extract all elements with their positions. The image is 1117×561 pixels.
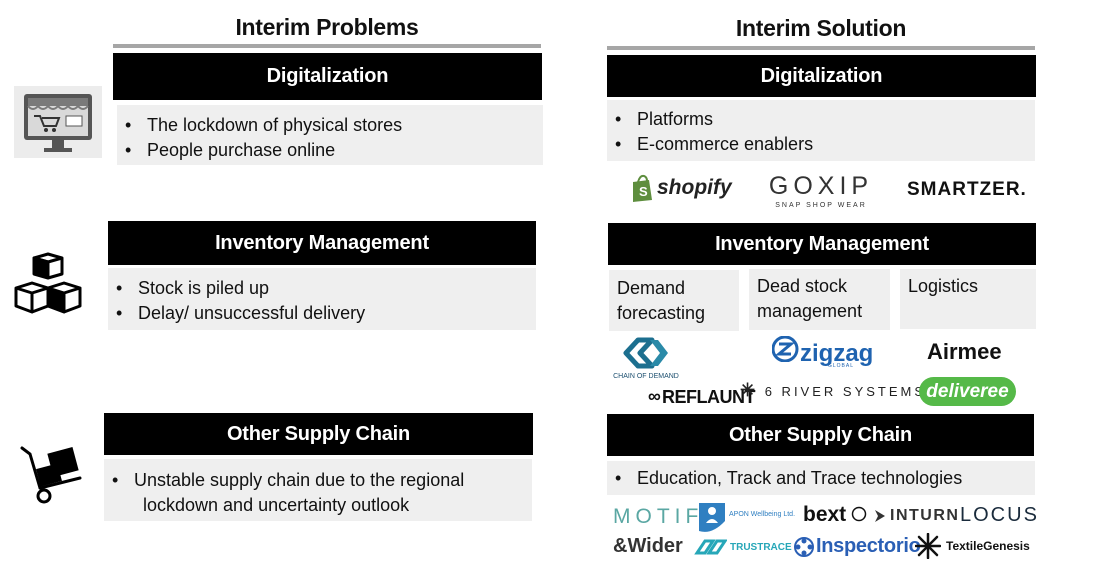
textilegenesis-mark-icon — [915, 533, 941, 559]
reflaunt-infinity-icon: ∞ — [648, 386, 661, 406]
bullet: People purchase online — [117, 138, 543, 163]
inspectorio-logo: Inspectorio — [793, 534, 921, 560]
bullet: Education, Track and Trace technologies — [607, 466, 1035, 491]
six-river-mark-icon: ✳ — [740, 380, 759, 400]
left-digitalization-box: The lockdown of physical stores People p… — [117, 105, 543, 165]
left-inventory-header: Inventory Management — [108, 221, 536, 265]
bullet: Stock is piled up — [108, 276, 536, 301]
svg-text:S: S — [639, 184, 648, 199]
inturn-arrow-icon — [875, 510, 885, 522]
shopify-logo: S shopify — [630, 174, 732, 204]
left-supply-chain-header: Other Supply Chain — [104, 413, 533, 455]
left-column-title: Interim Problems — [235, 14, 419, 40]
reflaunt-logo: ∞ REFLAUNT — [648, 386, 756, 407]
right-inventory-header: Inventory Management — [608, 223, 1036, 265]
six-river-systems-logo: ✳ 6 RIVER SYSTEMS — [740, 380, 927, 400]
dead-stock-box: Dead stock management — [749, 269, 890, 330]
left-inventory-box: Stock is piled up Delay/ unsuccessful de… — [108, 268, 536, 330]
goxip-logo: GOXIP SNAP SHOP WEAR — [768, 172, 874, 209]
right-column-title: Interim Solution — [735, 15, 907, 41]
apon-shield-icon — [699, 503, 725, 532]
boxes-icon — [14, 252, 82, 314]
deliveree-logo: deliveree — [919, 377, 1016, 406]
apon-logo: APON Wellbeing Ltd. — [697, 499, 797, 533]
trustrace-logo: TRUSTRACE — [693, 537, 792, 559]
chain-of-demand-mark-icon — [623, 337, 668, 369]
smartzer-logo: SMARTZER. — [907, 179, 1027, 200]
shopify-bag-icon: S — [633, 174, 652, 202]
inspectorio-mark-icon — [794, 537, 814, 557]
right-supply-chain-header: Other Supply Chain — [607, 414, 1034, 456]
right-supply-chain-box: Education, Track and Trace technologies — [607, 461, 1035, 495]
bext-360-icon — [851, 506, 867, 522]
right-digitalization-box: Platforms E-commerce enablers — [607, 100, 1035, 161]
bullet: Unstable supply chain due to the regiona… — [104, 468, 532, 493]
left-digitalization-header: Digitalization — [113, 53, 542, 100]
locus-logo: LOCUS — [960, 504, 1039, 526]
bext-logo: bext — [803, 503, 869, 529]
airmee-logo: Airmee — [927, 339, 1002, 364]
demand-forecasting-box: Demand forecasting — [609, 270, 739, 331]
right-title-rule — [607, 46, 1035, 50]
online-store-icon — [14, 86, 102, 158]
bullet: E-commerce enablers — [607, 132, 1035, 157]
bullet: Platforms — [607, 107, 1035, 132]
trustrace-mark-icon — [694, 539, 727, 555]
zigzag-mark-icon — [772, 336, 799, 362]
motif-logo: MOTIF — [613, 505, 704, 528]
left-supply-chain-box: Unstable supply chain due to the regiona… — [104, 459, 532, 521]
logistics-box: Logistics — [900, 269, 1036, 329]
left-title-rule — [113, 44, 541, 48]
bullet-continuation: lockdown and uncertainty outlook — [143, 495, 410, 515]
wider-logo: &Wider — [613, 535, 683, 557]
inturn-logo: INTURN — [874, 506, 958, 528]
chain-of-demand-logo: CHAIN OF DEMAND — [608, 336, 684, 382]
bullet: The lockdown of physical stores — [117, 113, 543, 138]
bullet: Delay/ unsuccessful delivery — [108, 301, 536, 326]
textilegenesis-logo: TextileGenesis — [915, 533, 1035, 559]
hand-truck-icon — [20, 446, 82, 504]
zigzag-logo: zigzag GLOBAL — [772, 336, 876, 370]
right-digitalization-header: Digitalization — [607, 55, 1036, 97]
